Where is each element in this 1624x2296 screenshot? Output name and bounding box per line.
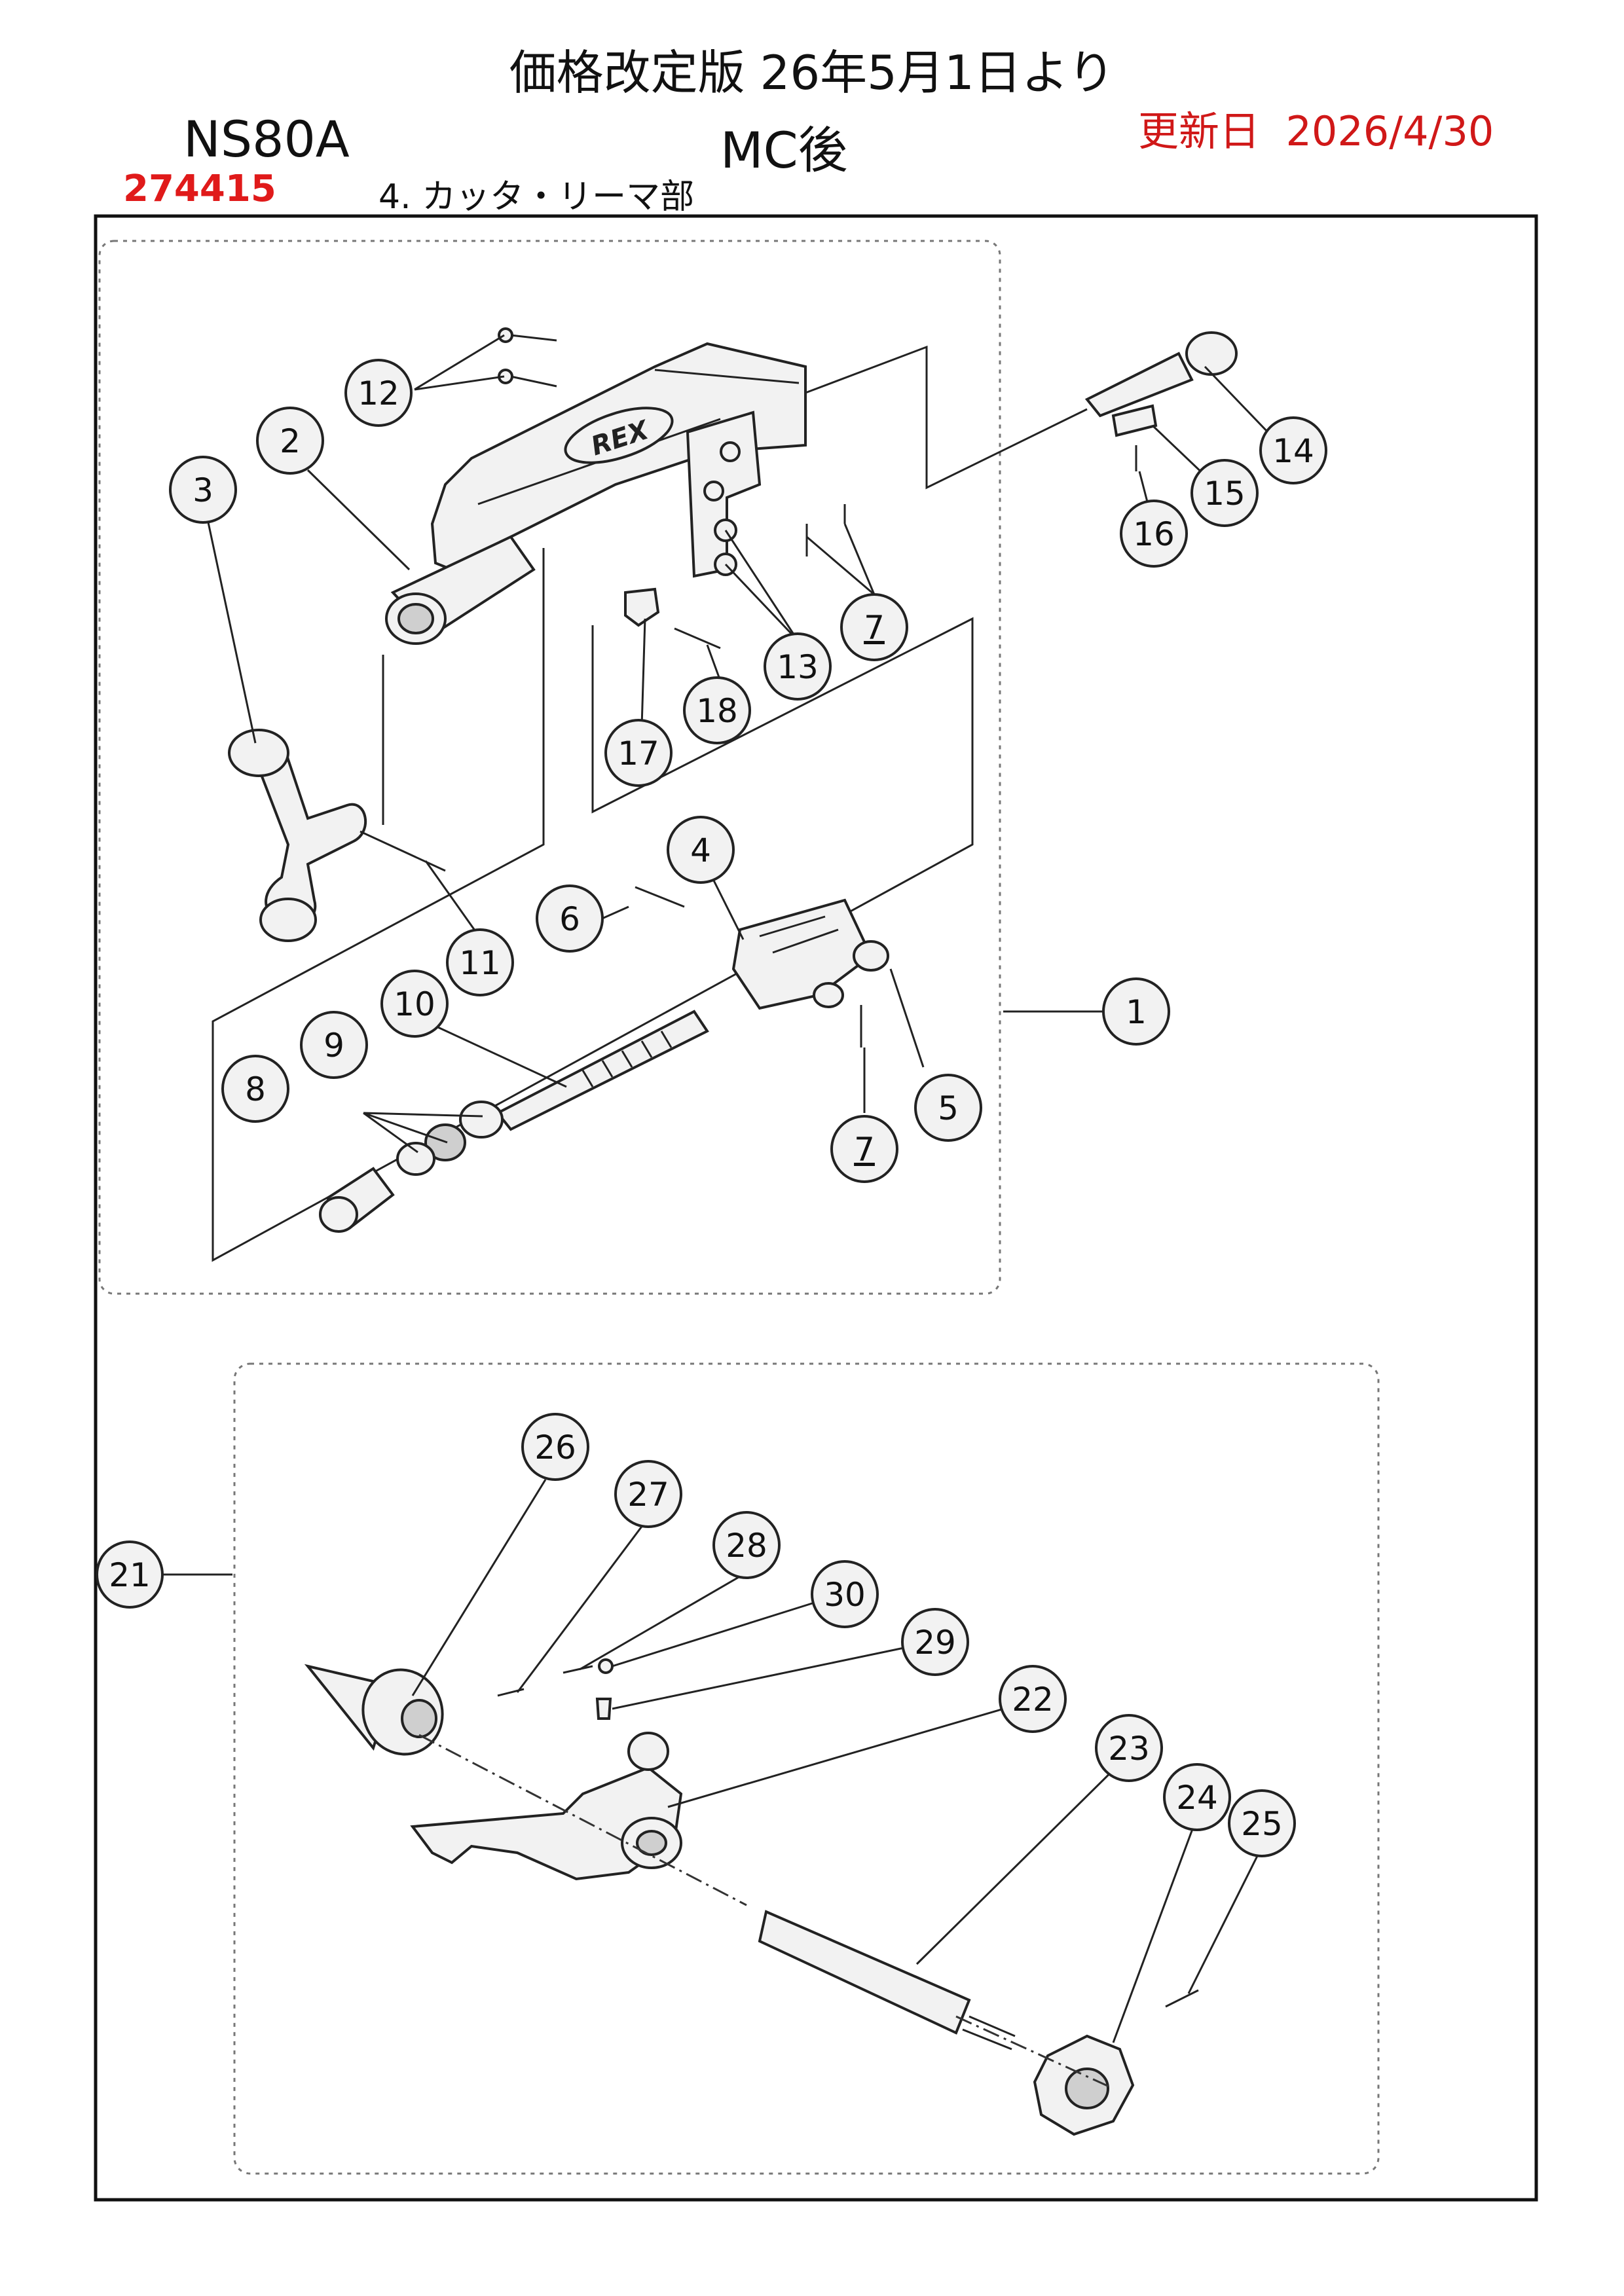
svg-text:21: 21 — [109, 1556, 151, 1594]
update-info: 更新日 2026/4/30 — [1138, 98, 1494, 157]
section-title: 4. カッタ・リーマ部 — [378, 177, 695, 217]
svg-text:13: 13 — [777, 648, 819, 686]
callout-21: 21 — [96, 1540, 164, 1609]
svg-text:18: 18 — [696, 692, 738, 730]
svg-text:1: 1 — [1126, 993, 1147, 1031]
svg-text:15: 15 — [1204, 475, 1246, 513]
assembly-21-group-box — [233, 1362, 1380, 2175]
assembly-1-group-box — [98, 240, 1001, 1295]
svg-text:6: 6 — [559, 900, 580, 938]
svg-text:23: 23 — [1108, 1730, 1150, 1768]
reamer-assembly-drawing — [304, 1658, 1199, 2136]
svg-text:12: 12 — [358, 374, 399, 412]
handle-logo — [564, 407, 674, 464]
callout-15: 15 — [1190, 459, 1259, 527]
svg-text:30: 30 — [824, 1576, 866, 1614]
callout-16: 16 — [1120, 500, 1188, 568]
diagram-frame — [94, 214, 1538, 2202]
svg-text:26: 26 — [534, 1429, 576, 1467]
svg-text:7: 7 — [854, 1131, 875, 1169]
svg-text:2: 2 — [280, 422, 301, 460]
svg-text:5: 5 — [938, 1089, 959, 1127]
svg-text:8: 8 — [245, 1070, 266, 1108]
callout-9: 9 — [300, 1011, 368, 1079]
callout-8: 8 — [221, 1055, 289, 1123]
svg-text:22: 22 — [1012, 1681, 1054, 1719]
callout-4: 4 — [667, 816, 735, 884]
callout-6: 6 — [536, 884, 604, 953]
svg-text:4: 4 — [690, 831, 711, 869]
svg-text:28: 28 — [726, 1527, 767, 1565]
callout-12: 12 — [344, 359, 413, 427]
callout-3: 3 — [169, 456, 237, 524]
update-label: 更新日 — [1138, 107, 1261, 155]
callout-10: 10 — [380, 970, 449, 1038]
svg-text:17: 17 — [618, 735, 659, 773]
callout-18: 18 — [683, 676, 751, 744]
cutter-assembly-drawing: REX — [212, 327, 1238, 1262]
leader-lines — [162, 334, 1285, 2043]
callout-17: 17 — [604, 719, 673, 787]
callout-23: 23 — [1095, 1714, 1163, 1782]
callout-5: 5 — [914, 1074, 982, 1142]
callout-13: 13 — [764, 632, 832, 701]
update-date: 2026/4/30 — [1285, 107, 1494, 155]
callout-7-lower: 7 — [830, 1115, 898, 1183]
part-code: 274415 — [123, 168, 276, 210]
svg-text:16: 16 — [1133, 515, 1175, 553]
model-name: NS80A — [183, 110, 350, 168]
callouts: 1 2 3 4 5 6 7 7 8 9 10 11 12 13 14 15 16… — [96, 359, 1327, 1857]
callout-29: 29 — [901, 1608, 969, 1676]
callout-26: 26 — [521, 1413, 589, 1481]
svg-text:10: 10 — [394, 985, 435, 1023]
callout-25: 25 — [1228, 1789, 1296, 1857]
svg-text:14: 14 — [1272, 432, 1314, 470]
callout-30: 30 — [811, 1560, 879, 1628]
callout-7-upper: 7 — [840, 593, 908, 661]
svg-text:24: 24 — [1176, 1779, 1218, 1817]
svg-text:29: 29 — [914, 1624, 956, 1662]
svg-text:7: 7 — [864, 609, 885, 647]
model-variant: MC後 — [720, 121, 848, 179]
callout-14: 14 — [1259, 416, 1327, 484]
callout-22: 22 — [999, 1665, 1067, 1733]
svg-text:11: 11 — [459, 944, 501, 982]
svg-text:27: 27 — [627, 1476, 669, 1514]
svg-text:9: 9 — [323, 1027, 344, 1065]
svg-text:3: 3 — [193, 471, 213, 509]
svg-text:25: 25 — [1241, 1805, 1283, 1843]
callout-27: 27 — [614, 1460, 682, 1528]
callout-11: 11 — [446, 928, 514, 996]
callout-2: 2 — [256, 407, 324, 475]
callout-1: 1 — [1102, 977, 1170, 1046]
page-title: 価格改定版 26年5月1日より — [509, 45, 1115, 100]
callout-28: 28 — [712, 1511, 781, 1579]
callout-24: 24 — [1163, 1763, 1231, 1831]
